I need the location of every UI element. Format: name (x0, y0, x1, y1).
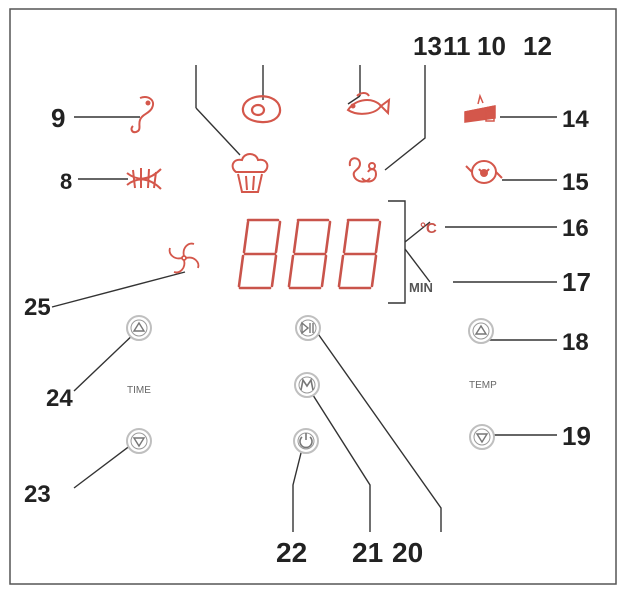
callout-21: 21 (352, 537, 383, 568)
roast-icon (465, 160, 503, 184)
fries-icon (126, 168, 162, 190)
min-indicator: MIN (409, 280, 433, 295)
arrow-up-icon (474, 324, 488, 335)
steak-icon (241, 95, 282, 124)
callout-numbers: 9 8 13 11 10 12 14 15 16 17 25 24 18 23 … (24, 31, 591, 568)
callout-10: 10 (477, 31, 506, 61)
callout-23: 23 (24, 481, 51, 508)
celsius-indicator: °C (420, 220, 437, 237)
callout-11: 11 (443, 31, 471, 61)
leader-16-bracket (404, 221, 431, 243)
leader-21 (310, 391, 371, 532)
callout-25: 25 (24, 294, 51, 321)
fan-icon (168, 242, 200, 274)
callout-20: 20 (392, 537, 423, 568)
arrow-up-icon (132, 321, 146, 332)
callout-16: 16 (562, 215, 589, 242)
callout-14: 14 (562, 106, 589, 133)
power-icon (299, 433, 313, 449)
time-up-button[interactable] (126, 315, 152, 341)
fish-icon (346, 92, 391, 116)
leader-12b (347, 95, 361, 105)
arrow-down-icon (132, 437, 146, 448)
leader-24 (73, 329, 139, 392)
power-button[interactable] (293, 428, 319, 454)
leader-17-bracket (404, 248, 431, 283)
digit-2 (287, 218, 332, 290)
callout-24: 24 (46, 385, 73, 412)
menu-icon (300, 377, 314, 391)
play-pause-icon (301, 321, 314, 335)
time-down-button[interactable] (126, 428, 152, 454)
temp-up-button[interactable] (468, 318, 494, 344)
callout-17: 17 (562, 267, 591, 297)
arrow-down-icon (475, 433, 489, 444)
display-bracket (388, 200, 406, 304)
leader-lines (51, 65, 557, 532)
leader-11 (195, 107, 241, 156)
callout-22: 22 (276, 537, 307, 568)
temp-symbol: °C (420, 220, 437, 237)
shrimp-icon (130, 96, 154, 134)
callout-18: 18 (562, 329, 589, 356)
menu-button[interactable] (294, 372, 320, 398)
leader-20 (315, 330, 442, 532)
callout-9: 9 (51, 103, 65, 133)
leader-23 (73, 441, 136, 489)
panel-frame (9, 8, 617, 585)
temp-label: TEMP (469, 380, 497, 391)
temp-down-button[interactable] (469, 424, 495, 450)
digit-1 (237, 218, 282, 290)
callout-13: 13 (413, 31, 442, 61)
time-label: TIME (127, 385, 151, 396)
leader-22 (292, 444, 304, 532)
cake-icon (464, 93, 496, 123)
leader-25 (51, 271, 186, 308)
muffin-icon (231, 153, 269, 193)
callout-12: 12 (523, 31, 552, 61)
play-pause-button[interactable] (295, 315, 321, 341)
callout-19: 19 (562, 421, 591, 451)
seafood-icon (348, 157, 378, 183)
callout-15: 15 (562, 169, 589, 196)
callout-8: 8 (60, 169, 72, 194)
digit-3 (337, 218, 382, 290)
digit-display (237, 218, 382, 290)
leader-12c (384, 65, 426, 171)
